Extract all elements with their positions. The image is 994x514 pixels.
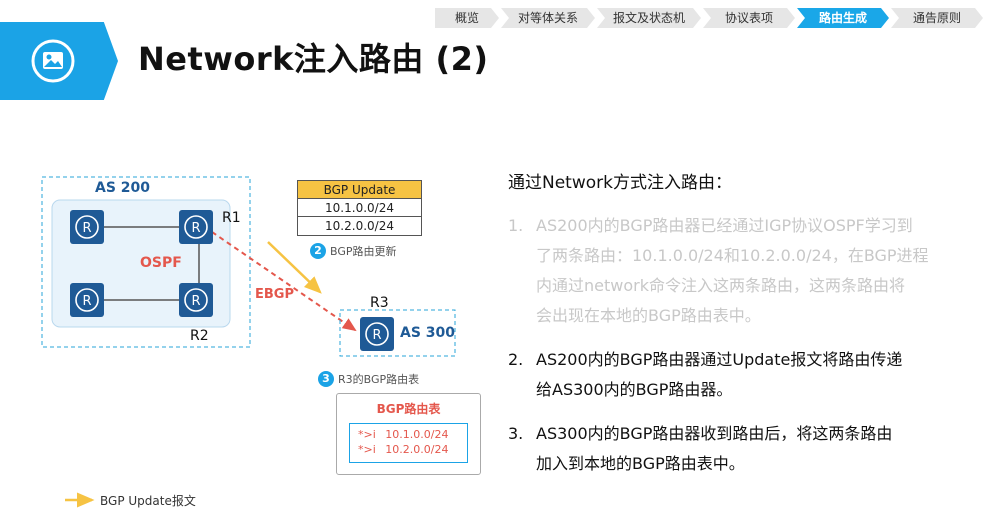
network-diagram: R R R R R AS 200 OSPF R1 R2 R3 AS 300 EB… — [0, 160, 500, 514]
nav-item-protocol-tables[interactable]: 协议表项 — [703, 8, 795, 28]
route-prefix: 10.2.0.0/24 — [385, 443, 449, 456]
ebgp-label: EBGP — [255, 287, 294, 302]
bgp-table-title: BGP路由表 — [376, 402, 441, 416]
step-line: 给AS300内的BGP路由器。 — [536, 380, 733, 399]
step-number: 3. — [508, 424, 524, 443]
step-line: 会出现在本地的BGP路由表中。 — [536, 306, 761, 325]
step-line: AS300内的BGP路由器收到路由后，将这两条路由 — [536, 424, 893, 443]
legend-label: BGP Update报文 — [100, 494, 196, 508]
step-3: 3. AS300内的BGP路由器收到路由后，将这两条路由 加入到本地的BGP路由… — [508, 419, 978, 479]
step-line: AS200内的BGP路由器已经通过IGP协议OSPF学习到 — [536, 216, 913, 235]
explanation-panel: 通过Network方式注入路由： 1. AS200内的BGP路由器已经通过IGP… — [508, 168, 978, 493]
bgp-update-box: BGP Update 10.1.0.0/24 10.2.0.0/24 — [297, 180, 422, 236]
step-text: AS300内的BGP路由器收到路由后，将这两条路由 加入到本地的BGP路由表中。 — [536, 419, 892, 479]
nav-item-messages-state-machine[interactable]: 报文及状态机 — [597, 8, 701, 28]
as300-label: AS 300 — [400, 325, 456, 341]
step-1: 1. AS200内的BGP路由器已经通过IGP协议OSPF学习到 了两条路由：1… — [508, 211, 978, 331]
ebgp-link — [211, 231, 357, 332]
ospf-label: OSPF — [140, 255, 182, 271]
nav-item-advertisement-rules[interactable]: 通告原则 — [891, 8, 983, 28]
nav-item-route-generation[interactable]: 路由生成 — [797, 8, 889, 28]
router-icon: R — [360, 317, 394, 351]
bgp-table-box: BGP路由表 *>i 10.1.0.0/24 *>i 10.2.0.0/24 — [336, 393, 481, 475]
bgp-update-header: BGP Update — [298, 181, 421, 199]
step-2: 2. AS200内的BGP路由器通过Update报文将路由传递 给AS300内的… — [508, 345, 978, 405]
update-arrow — [267, 241, 322, 294]
intro-text: 通过Network方式注入路由： — [508, 173, 732, 193]
step-text: AS200内的BGP路由器通过Update报文将路由传递 给AS300内的BGP… — [536, 345, 902, 405]
image-icon — [31, 39, 75, 83]
route-flag: *>i — [358, 443, 376, 456]
bgp-update-row: 10.2.0.0/24 — [325, 219, 394, 233]
step-line: 了两条路由：10.1.0.0/24和10.2.0.0/24，在BGP进程 — [536, 246, 929, 265]
step3-marker: 3 R3的BGP路由表 — [318, 371, 419, 387]
route-flag: *>i — [358, 428, 376, 441]
bgp-update-row: 10.1.0.0/24 — [298, 199, 421, 217]
r1-label: R1 — [222, 210, 241, 226]
step-line: 加入到本地的BGP路由表中。 — [536, 454, 745, 473]
svg-text:R: R — [82, 221, 91, 236]
step-line: 内通过network命令注入这两条路由，这两条路由将 — [536, 276, 905, 295]
step-number: 1. — [508, 216, 524, 235]
step2-marker: 2 BGP路由更新 — [310, 243, 397, 259]
svg-text:R: R — [372, 328, 381, 343]
as200-label: AS 200 — [95, 180, 151, 196]
nav-item-peer-relationship[interactable]: 对等体关系 — [501, 8, 595, 28]
page-title: Network注入路由 (2) — [138, 40, 489, 78]
step3-label: R3的BGP路由表 — [338, 373, 420, 386]
breadcrumb-nav: 概览 对等体关系 报文及状态机 协议表项 路由生成 通告原则 — [435, 8, 985, 28]
nav-item-overview[interactable]: 概览 — [435, 8, 499, 28]
r3-label: R3 — [370, 295, 389, 311]
router-icon: R — [179, 210, 213, 244]
svg-text:R: R — [191, 294, 200, 309]
route-prefix: 10.1.0.0/24 — [385, 428, 449, 441]
svg-text:R: R — [82, 294, 91, 309]
router-icon: R — [179, 283, 213, 317]
step-number-badge: 2 — [310, 243, 326, 259]
step-line: AS200内的BGP路由器通过Update报文将路由传递 — [536, 350, 903, 369]
bgp-table-row: *>i 10.2.0.0/24 — [358, 442, 459, 457]
as300-boundary — [339, 309, 456, 357]
step-number-badge: 3 — [318, 371, 334, 387]
bgp-table-entries: *>i 10.1.0.0/24 *>i 10.2.0.0/24 — [349, 423, 468, 463]
r2-label: R2 — [190, 328, 209, 344]
step2-label: BGP路由更新 — [330, 245, 397, 258]
router-icon: R — [70, 283, 104, 317]
step-number: 2. — [508, 350, 524, 369]
bgp-table-row: *>i 10.1.0.0/24 — [358, 427, 459, 442]
step-text: AS200内的BGP路由器已经通过IGP协议OSPF学习到 了两条路由：10.1… — [536, 211, 929, 331]
svg-text:R: R — [191, 221, 200, 236]
router-icon: R — [70, 210, 104, 244]
